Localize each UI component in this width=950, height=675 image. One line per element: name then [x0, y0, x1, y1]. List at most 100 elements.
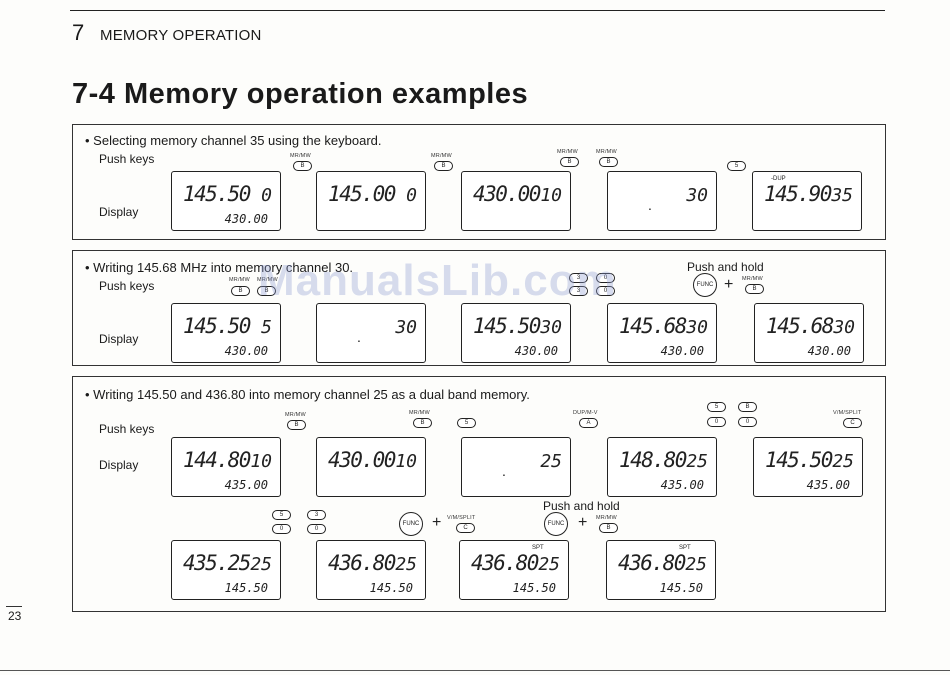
lcd-dup-indicator: -DUP — [771, 176, 786, 182]
key-b-button[interactable]: B — [287, 420, 306, 430]
key-caption: MR/MW — [257, 277, 278, 283]
key-caption: MR/MW — [557, 149, 578, 155]
lcd-display: 145.50 0 430.00 — [171, 171, 281, 231]
push-keys-label: Push keys — [99, 422, 155, 436]
lcd-sub-frequency: 435.00 — [660, 478, 704, 492]
lcd-frequency: 145.68 — [766, 314, 834, 338]
key-5-button[interactable]: 5 — [727, 161, 746, 171]
key-a-button[interactable]: A — [579, 418, 598, 428]
display-label: Display — [99, 458, 139, 472]
key-caption: V/M/SPLIT — [833, 410, 862, 416]
lcd-split-indicator: SPT — [679, 545, 691, 551]
section-title: 7-4 Memory operation examples — [72, 78, 529, 110]
key-c-button[interactable]: C — [456, 523, 475, 533]
key-5-button[interactable]: 5 — [272, 510, 291, 520]
key-b-button[interactable]: B — [599, 523, 618, 533]
lcd-sub-frequency: 430.00 — [660, 344, 704, 358]
push-and-hold-label: Push and hold — [687, 260, 764, 274]
page-number: 23 — [8, 609, 22, 623]
func-button[interactable]: FUNC — [399, 512, 423, 536]
key-5-button[interactable]: 5 — [707, 402, 726, 412]
lcd-sub-frequency: 430.00 — [224, 344, 268, 358]
chapter-title: MEMORY OPERATION — [100, 27, 262, 44]
key-0-button[interactable]: 0 — [307, 524, 326, 534]
lcd-display: 145.00 0 — [316, 171, 426, 231]
lcd-frequency: 145.50 — [765, 448, 833, 472]
key-b-button[interactable]: B — [257, 286, 276, 296]
key-caption: MR/MW — [596, 515, 617, 521]
push-keys-label: Push keys — [99, 152, 155, 166]
example-panel-1: • Selecting memory channel 35 using the … — [72, 124, 886, 240]
lcd-frequency: . — [502, 463, 506, 479]
lcd-frequency: 145.00 — [328, 182, 396, 206]
key-b-button[interactable]: B — [231, 286, 250, 296]
lcd-channel: 0 — [261, 185, 272, 206]
key-caption: MR/MW — [596, 149, 617, 155]
func-button[interactable]: FUNC — [544, 512, 568, 536]
footer-rule — [0, 670, 950, 671]
lcd-channel: 10 — [395, 451, 417, 472]
lcd-display: 145.50 5 430.00 — [171, 303, 281, 363]
key-0-button[interactable]: 0 — [272, 524, 291, 534]
key-b-button[interactable]: B — [738, 402, 757, 412]
lcd-frequency: 436.80 — [328, 551, 396, 575]
key-0-button[interactable]: 0 — [738, 417, 757, 427]
key-caption: V/M/SPLIT — [447, 515, 476, 521]
lcd-display: 144.80 10 435.00 — [171, 437, 281, 497]
lcd-frequency: 145.50 — [183, 182, 251, 206]
key-b-button[interactable]: B — [745, 284, 764, 294]
lcd-channel: 30 — [686, 185, 708, 206]
lcd-display: 436.80 25 145.50 — [316, 540, 426, 600]
lcd-split-indicator: SPT — [532, 545, 544, 551]
key-3-button[interactable]: 3 — [569, 273, 588, 283]
example-1-title: • Selecting memory channel 35 using the … — [85, 133, 382, 148]
key-5-button[interactable]: 5 — [457, 418, 476, 428]
key-3-button[interactable]: 3 — [569, 286, 588, 296]
key-0-button[interactable]: 0 — [596, 273, 615, 283]
key-c-button[interactable]: C — [843, 418, 862, 428]
key-caption: DUP/M-V — [573, 410, 598, 416]
lcd-sub-frequency: 435.00 — [806, 478, 850, 492]
key-b-button[interactable]: B — [413, 418, 432, 428]
key-caption: MR/MW — [285, 412, 306, 418]
key-caption: MR/MW — [409, 410, 430, 416]
lcd-display: 145.68 30 430.00 — [607, 303, 717, 363]
example-2-title: • Writing 145.68 MHz into memory channel… — [85, 260, 354, 275]
chapter-number: 7 — [72, 20, 85, 45]
plus-sign: + — [432, 514, 442, 531]
lcd-frequency: . — [357, 329, 361, 345]
lcd-channel: 25 — [540, 451, 562, 472]
key-b-button[interactable]: B — [434, 161, 453, 171]
lcd-channel: 0 — [406, 185, 417, 206]
lcd-frequency: 145.50 — [183, 314, 251, 338]
lcd-frequency: 148.80 — [619, 448, 687, 472]
key-caption: MR/MW — [742, 276, 763, 282]
key-b-button[interactable]: B — [293, 161, 312, 171]
lcd-display: 145.68 30 430.00 — [754, 303, 864, 363]
lcd-sub-frequency: 430.00 — [807, 344, 851, 358]
lcd-frequency: 436.80 — [471, 551, 539, 575]
header-rule — [70, 10, 885, 11]
key-0-button[interactable]: 0 — [596, 286, 615, 296]
lcd-channel: 10 — [540, 185, 562, 206]
lcd-channel: 25 — [686, 451, 708, 472]
key-3-button[interactable]: 3 — [307, 510, 326, 520]
lcd-frequency: . — [648, 197, 652, 213]
push-keys-label: Push keys — [99, 279, 155, 293]
lcd-display: . 30 — [607, 171, 717, 231]
example-panel-2: • Writing 145.68 MHz into memory channel… — [72, 250, 886, 366]
lcd-frequency: 144.80 — [183, 448, 251, 472]
example-3-title: • Writing 145.50 and 436.80 into memory … — [85, 387, 530, 402]
lcd-frequency: 430.00 — [328, 448, 396, 472]
key-0-button[interactable]: 0 — [707, 417, 726, 427]
func-button[interactable]: FUNC — [693, 273, 717, 297]
lcd-sub-frequency: 145.50 — [512, 581, 556, 595]
key-b-button[interactable]: B — [599, 157, 618, 167]
lcd-channel: 10 — [250, 451, 272, 472]
lcd-display: . 30 — [316, 303, 426, 363]
lcd-display: 145.50 25 435.00 — [753, 437, 863, 497]
lcd-frequency: 145.90 — [764, 182, 832, 206]
key-b-button[interactable]: B — [560, 157, 579, 167]
lcd-sub-frequency: 430.00 — [514, 344, 558, 358]
plus-sign: + — [724, 276, 734, 293]
